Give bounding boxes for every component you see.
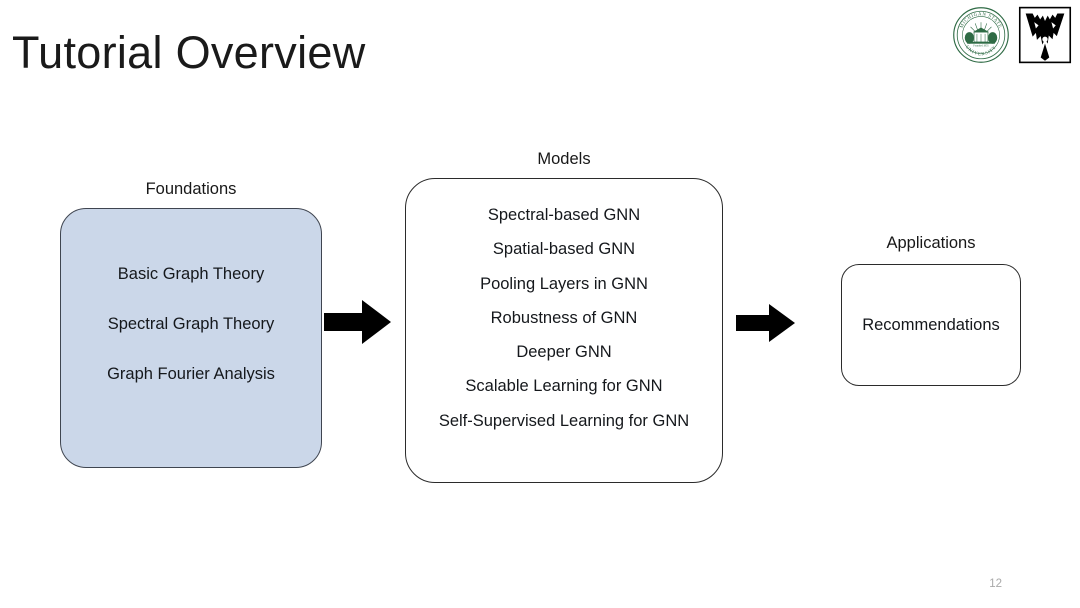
applications-box[interactable]: Recommendations [841, 264, 1021, 386]
group-label-foundations: Foundations [145, 180, 237, 198]
list-item: Self-Supervised Learning for GNN [438, 411, 690, 430]
applications-item-list: Recommendations [842, 265, 1020, 385]
list-item: Spatial-based GNN [492, 240, 636, 259]
page-number: 12 [989, 578, 1002, 590]
michigan-state-university-seal-icon: MICHIGAN STATE UNIVERSITY Founded 1855 [952, 6, 1010, 64]
foundations-box[interactable]: Basic Graph Theory Spectral Graph Theory… [60, 208, 322, 468]
list-item: Graph Fourier Analysis [107, 365, 275, 383]
list-item: Recommendations [862, 315, 1000, 334]
list-item: Robustness of GNN [490, 308, 638, 327]
group-label-applications: Applications [886, 234, 976, 252]
list-item: Basic Graph Theory [117, 265, 265, 283]
list-item: Scalable Learning for GNN [465, 377, 663, 396]
list-item: Spectral-based GNN [487, 206, 641, 224]
msu-seal-founded-text: Founded 1855 [973, 45, 989, 48]
page-title: Tutorial Overview [12, 27, 366, 78]
list-item: Deeper GNN [516, 343, 612, 362]
group-label-models: Models [537, 150, 591, 168]
foundations-item-list: Basic Graph Theory Spectral Graph Theory… [61, 265, 321, 384]
models-box[interactable]: Spectral-based GNN Spatial-based GNN Poo… [405, 178, 723, 483]
list-item: Pooling Layers in GNN [480, 274, 648, 293]
models-item-list: Spectral-based GNN Spatial-based GNN Poo… [406, 204, 722, 432]
arrow-models-to-applications-icon [736, 303, 796, 343]
list-item: Spectral Graph Theory [107, 315, 275, 333]
logo-bar: MICHIGAN STATE UNIVERSITY Founded 1855 [952, 6, 1072, 64]
arrow-foundations-to-models-icon [324, 299, 392, 345]
vanderbilt-university-logo-icon [1018, 6, 1072, 64]
